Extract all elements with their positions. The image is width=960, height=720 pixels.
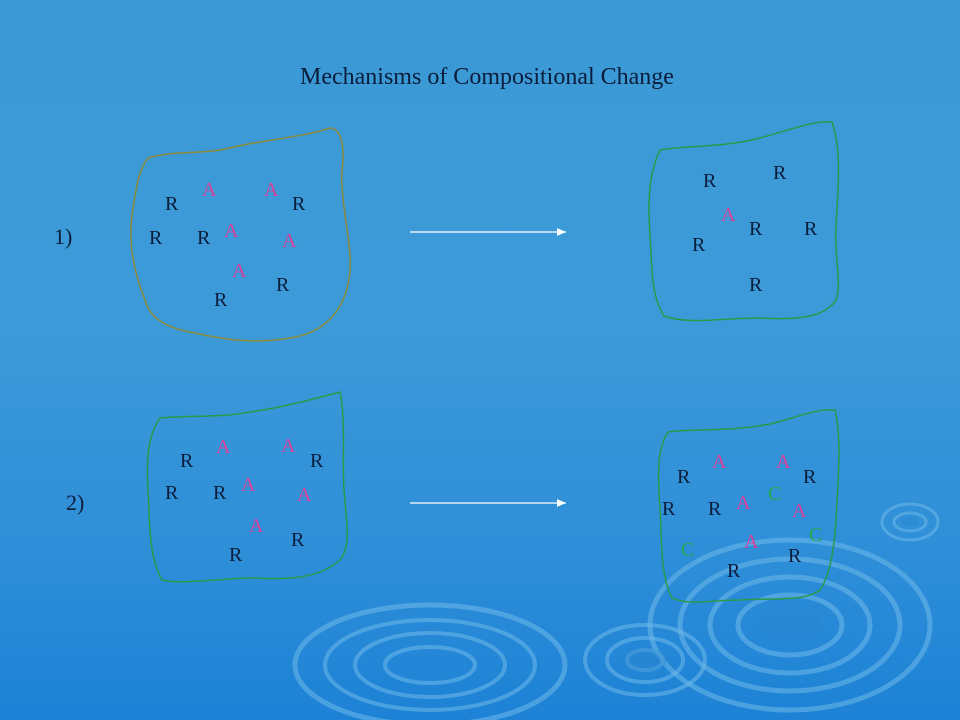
individual-R-row1-before: R xyxy=(197,227,211,249)
row-2-label: 2) xyxy=(66,490,85,515)
individual-R-row2-before: R xyxy=(213,482,227,504)
individual-A-row1-after: A xyxy=(721,204,736,226)
individual-R-row1-before: R xyxy=(214,289,228,311)
individual-R-row2-before: R xyxy=(180,450,194,472)
individual-R-row1-after: R xyxy=(804,218,818,240)
individual-A-row2-after: A xyxy=(776,451,791,473)
individual-R-row1-after: R xyxy=(703,170,717,192)
individual-R-row2-after: R xyxy=(788,545,802,567)
row-1-label: 1) xyxy=(54,224,73,249)
individual-R-row1-before: R xyxy=(276,274,290,296)
population-blob-2-before xyxy=(146,391,349,583)
individual-R-row1-after: R xyxy=(749,274,763,296)
individual-A-row2-before: A xyxy=(216,436,231,458)
individual-A-row1-before: A xyxy=(264,179,279,201)
individual-A-row2-before: A xyxy=(281,435,296,457)
individual-R-row2-after: R xyxy=(677,466,691,488)
individual-C-row2-after: C xyxy=(768,483,781,505)
individual-R-row2-before: R xyxy=(165,482,179,504)
individual-R-row2-after: R xyxy=(803,466,817,488)
individual-A-row1-before: A xyxy=(282,230,297,252)
individual-R-row1-after: R xyxy=(749,218,763,240)
individual-A-row2-after: A xyxy=(744,531,759,553)
page-title: Mechanisms of Compositional Change xyxy=(300,64,674,90)
individual-R-row1-before: R xyxy=(292,193,306,215)
individual-R-row2-after: R xyxy=(708,498,722,520)
individual-R-row1-after: R xyxy=(773,162,787,184)
individual-R-row2-after: R xyxy=(727,560,741,582)
individual-A-row2-before: A xyxy=(297,484,312,506)
population-blob-2-after xyxy=(657,409,840,603)
individual-R-row2-before: R xyxy=(229,544,243,566)
individual-C-row2-after: C xyxy=(809,524,822,546)
individual-A-row2-before: A xyxy=(249,515,264,537)
individual-R-row2-after: R xyxy=(662,498,676,520)
individual-A-row1-before: A xyxy=(224,220,239,242)
individual-A-row1-before: A xyxy=(202,179,217,201)
individual-R-row1-before: R xyxy=(149,227,163,249)
population-blob-1-after xyxy=(648,121,840,322)
individual-R-row1-before: R xyxy=(165,193,179,215)
individual-A-row2-after: A xyxy=(712,451,727,473)
individual-A-row1-before: A xyxy=(232,260,247,282)
population-blob-1-before xyxy=(130,127,351,342)
individual-R-row1-after: R xyxy=(692,234,706,256)
individual-A-row2-before: A xyxy=(241,474,256,496)
individual-R-row2-before: R xyxy=(291,529,305,551)
individual-C-row2-after: C xyxy=(681,539,694,561)
individual-A-row2-after: A xyxy=(792,500,807,522)
individual-R-row2-before: R xyxy=(310,450,324,472)
individual-A-row2-after: A xyxy=(736,492,751,514)
